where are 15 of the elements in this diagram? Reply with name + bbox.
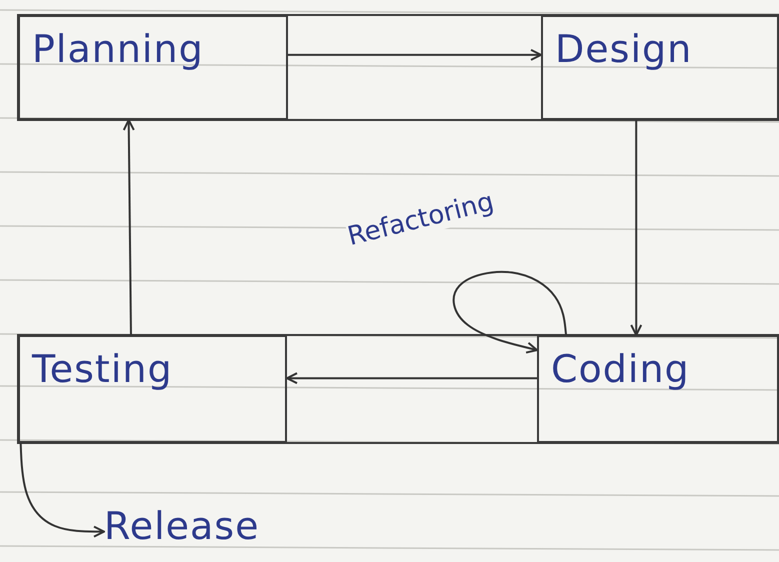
stage-name: Design [555, 27, 692, 71]
arrow [20, 442, 105, 538]
stage-label: Release [104, 504, 260, 548]
table-cell-box [541, 15, 779, 120]
table-cell-box [18, 335, 287, 443]
table-cell-box [537, 335, 779, 443]
table-cell-box [18, 15, 288, 120]
arrow [288, 48, 542, 61]
arrow [630, 120, 642, 336]
arrow [286, 372, 537, 384]
stage-name: Testing [32, 347, 173, 391]
stage-name: Coding [551, 347, 690, 391]
stage-name: Planning [32, 27, 204, 71]
arrow [452, 270, 568, 354]
arrow [122, 119, 135, 336]
